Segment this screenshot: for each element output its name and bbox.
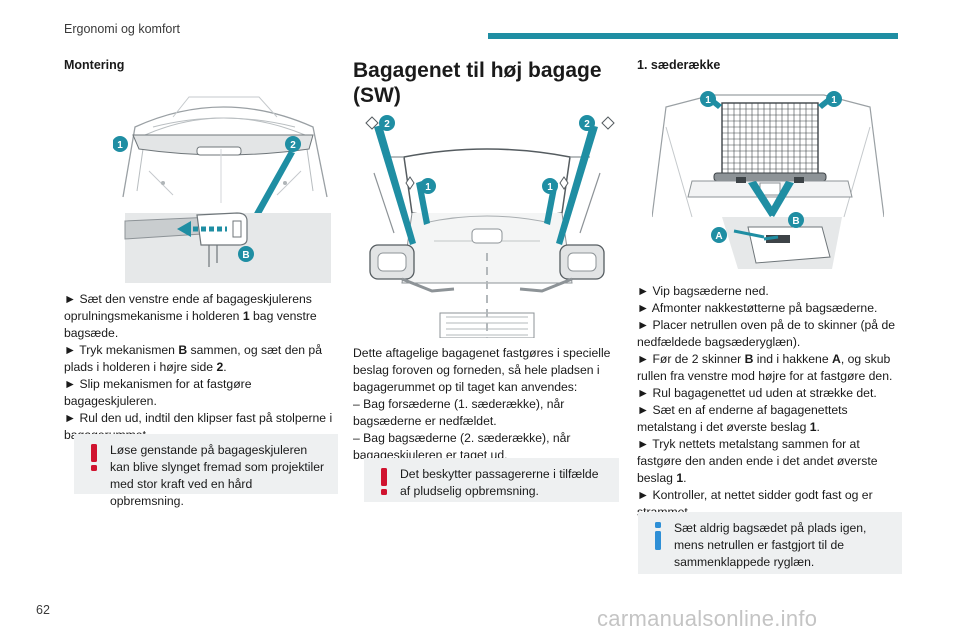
callout-1: 1 [705, 95, 711, 106]
list-item: – Bag forsæderne (1. sæderække), når bag… [353, 397, 565, 428]
info-box-backrest: Sæt aldrig bagsædet på plads igen, mens … [638, 512, 902, 574]
callout-1: 1 [117, 140, 123, 151]
column-bagagenet: Bagagenet til høj bagage (SW) [353, 58, 623, 108]
section-heading-bagagenet: Bagagenet til høj bagage (SW) [353, 59, 602, 107]
warning-icon [381, 468, 387, 495]
info-icon [655, 522, 661, 550]
column-montering: Montering [64, 58, 334, 72]
intro-bagagenet: Dette aftagelige bagagenet fastgøres i s… [353, 345, 623, 464]
callout-b: B [242, 250, 249, 261]
step-item: ► Tryk nettets metalstang sammen for at … [637, 437, 878, 485]
callout-2: 2 [290, 140, 296, 151]
step-item: ► Vip bagsæderne ned. [637, 284, 769, 298]
running-header: Ergonomi og komfort [64, 22, 181, 36]
warning-icon [91, 444, 97, 471]
callout-1: 1 [831, 95, 837, 106]
watermark: carmanualsonline.info [597, 606, 818, 631]
step-item: ► Slip mekanismen for at fastgøre bagage… [64, 377, 252, 408]
callout-1: 1 [547, 182, 553, 193]
illustration-cargo-cover-mounting: 1 2 B [113, 87, 335, 283]
illustration-cargo-net-attachment-points: 2 2 1 1 [354, 113, 620, 338]
step-item: ► Placer netrullen oven på de to skinner… [637, 318, 895, 349]
steps-1-saederaekke: ► Vip bagsæderne ned. ► Afmonter nakkest… [637, 283, 907, 521]
step-item: ► Afmonter nakkestøtterne på bagsæderne. [637, 301, 878, 315]
callout-2: 2 [384, 119, 390, 130]
section-subheading-1-saederaekke: 1. sæderække [637, 58, 721, 72]
step-item: ► Før de 2 skinner B ind i hakkene A, og… [637, 352, 893, 383]
header-accent-bar [488, 33, 898, 39]
callout-a: A [715, 231, 722, 242]
steps-montering: ► Sæt den venstre ende af bagageskjulere… [64, 291, 334, 444]
warning-box-cargo-cover: Løse genstande på bagageskjuleren kan bl… [74, 434, 338, 508]
step-item: ► Tryk mekanismen B sammen, og sæt den p… [64, 343, 322, 374]
section-subheading-montering: Montering [64, 58, 125, 72]
step-item: ► Sæt en af enderne af bagagenettets met… [637, 403, 848, 434]
step-item: ► Rul bagagenettet ud uden at strække de… [637, 386, 877, 400]
illustration-net-first-row: 1 1 A B [652, 87, 884, 269]
column-1-saederaekke: 1. sæderække [637, 58, 907, 72]
callout-b: B [792, 216, 799, 227]
warning-box-cargo-net: Det beskytter passagererne i tilfælde af… [364, 458, 619, 502]
callout-2: 2 [584, 119, 590, 130]
page-number: 62 [36, 603, 50, 617]
callout-1: 1 [425, 182, 431, 193]
step-item: ► Sæt den venstre ende af bagageskjulere… [64, 292, 317, 340]
